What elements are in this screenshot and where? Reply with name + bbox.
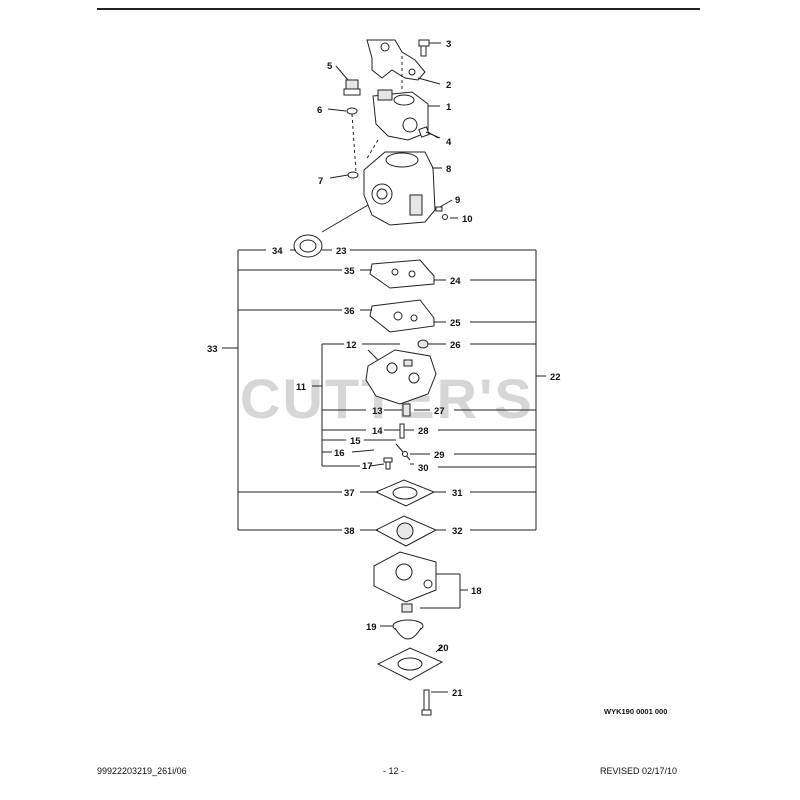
callout-24: 24 <box>450 276 461 287</box>
callout-19: 19 <box>366 622 377 633</box>
callout-27: 27 <box>434 406 445 417</box>
part-17-screw <box>383 457 393 470</box>
part-36-25-diaphragm <box>369 299 435 333</box>
callout-11: 11 <box>296 382 307 393</box>
callout-10: 10 <box>462 214 473 225</box>
part-20-primer-cover <box>376 647 444 681</box>
callout-20: 20 <box>438 643 449 654</box>
callout-37: 37 <box>344 488 355 499</box>
part-26-seal <box>417 339 429 349</box>
callout-25: 25 <box>450 318 461 329</box>
footer-revised-date: REVISED 02/17/10 <box>600 766 678 776</box>
callout-28: 28 <box>418 426 429 437</box>
part-37-31-gasket <box>374 479 436 507</box>
callout-5: 5 <box>327 61 333 72</box>
part-11-pump-body <box>365 349 437 405</box>
callout-34: 34 <box>272 246 283 257</box>
header-rule <box>97 8 700 10</box>
part-6-washer <box>346 107 358 115</box>
callout-1: 1 <box>446 102 452 113</box>
part-13-27-spring <box>402 403 411 417</box>
part-3-screw <box>418 39 430 57</box>
part-14-28-needle <box>399 423 405 439</box>
callout-2: 2 <box>446 80 451 91</box>
callout-15: 15 <box>350 436 361 447</box>
callout-14: 14 <box>372 426 383 437</box>
part-4-screw <box>418 126 439 139</box>
figure-reference-code: WYK190 0001 000 <box>604 707 668 716</box>
part-7-clip <box>347 171 359 179</box>
callout-6: 6 <box>317 105 322 116</box>
callout-29: 29 <box>434 450 445 461</box>
callout-7: 7 <box>318 176 323 187</box>
callout-9: 9 <box>455 195 460 206</box>
callout-38: 38 <box>344 526 355 537</box>
callout-30: 30 <box>418 463 429 474</box>
callout-31: 31 <box>452 488 463 499</box>
part-5-plug <box>343 79 361 96</box>
part-34-gasket <box>293 234 323 258</box>
footer-page-number: - 12 - <box>383 766 405 776</box>
part-2-bracket <box>366 39 426 81</box>
callout-36: 36 <box>344 306 355 317</box>
part-9-10-screws <box>435 206 448 220</box>
callout-13: 13 <box>372 406 383 417</box>
part-8-carburetor-body <box>363 151 436 226</box>
callout-18: 18 <box>471 586 482 597</box>
callout-16: 16 <box>334 448 345 459</box>
callout-22: 22 <box>550 372 561 383</box>
callout-labels: 3 2 5 1 6 4 8 7 9 10 34 23 35 24 36 25 3… <box>207 39 561 699</box>
callout-21: 21 <box>452 688 463 699</box>
part-19-primer-bulb <box>392 619 424 640</box>
callout-23: 23 <box>336 246 347 257</box>
callout-12: 12 <box>346 340 357 351</box>
callout-33: 33 <box>207 344 218 355</box>
callout-3: 3 <box>446 39 451 50</box>
callout-4: 4 <box>446 137 452 148</box>
part-18-metering-cover <box>373 551 437 613</box>
part-1-throttle-body <box>372 89 429 141</box>
part-21-screw <box>421 689 432 716</box>
footer-doc-number: 99922203219_261i/06 <box>97 766 187 776</box>
callout-32: 32 <box>452 526 463 537</box>
part-38-32-diaphragm <box>374 515 438 547</box>
part-35-24-gasket <box>369 259 435 289</box>
callout-17: 17 <box>362 461 373 472</box>
callout-8: 8 <box>446 164 451 175</box>
part-16-pin <box>351 449 375 453</box>
callout-26: 26 <box>450 340 461 351</box>
callout-35: 35 <box>344 266 355 277</box>
